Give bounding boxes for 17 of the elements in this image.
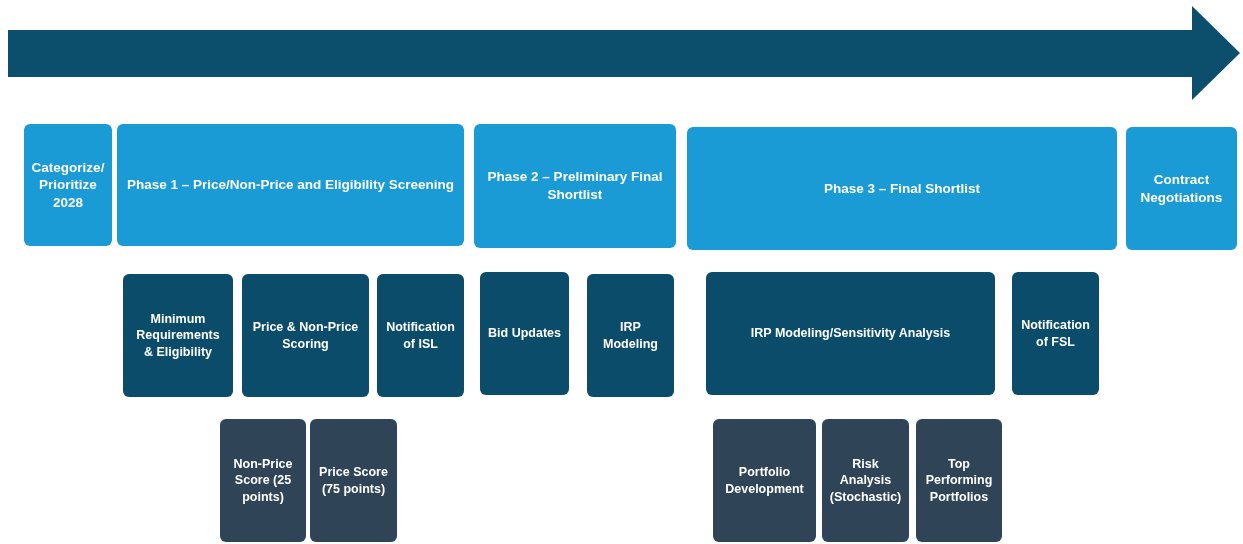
step-box: IRP Modeling/Sensitivity Analysis [706, 272, 995, 395]
sub-step-box: Price Score (75 points) [310, 419, 397, 542]
sub-step-box: Portfolio Development [713, 419, 816, 542]
step-box: IRP Modeling [587, 274, 674, 397]
step-box: Notification of FSL [1012, 272, 1099, 395]
step-box: Bid Updates [480, 272, 569, 395]
sub-step-box: Top Performing Portfolios [916, 419, 1002, 542]
stage-box: Categorize/ Prioritize 2028 [24, 124, 112, 246]
stage-box: Contract Negotiations [1126, 127, 1237, 250]
step-box: Price & Non-Price Scoring [242, 274, 369, 397]
step-box: Notification of ISL [377, 274, 464, 397]
step-box: Minimum Requirements & Eligibility [123, 274, 233, 397]
phase-box: Phase 1 – Price/Non-Price and Eligibility Screening [117, 124, 464, 246]
sub-step-box: Non-Price Score (25 points) [220, 419, 306, 542]
phase-box: Phase 3 – Final Shortlist [687, 127, 1117, 250]
phase-box: Phase 2 – Preliminary Final Shortlist [474, 124, 676, 248]
sub-step-box: Risk Analysis (Stochastic) [822, 419, 909, 542]
